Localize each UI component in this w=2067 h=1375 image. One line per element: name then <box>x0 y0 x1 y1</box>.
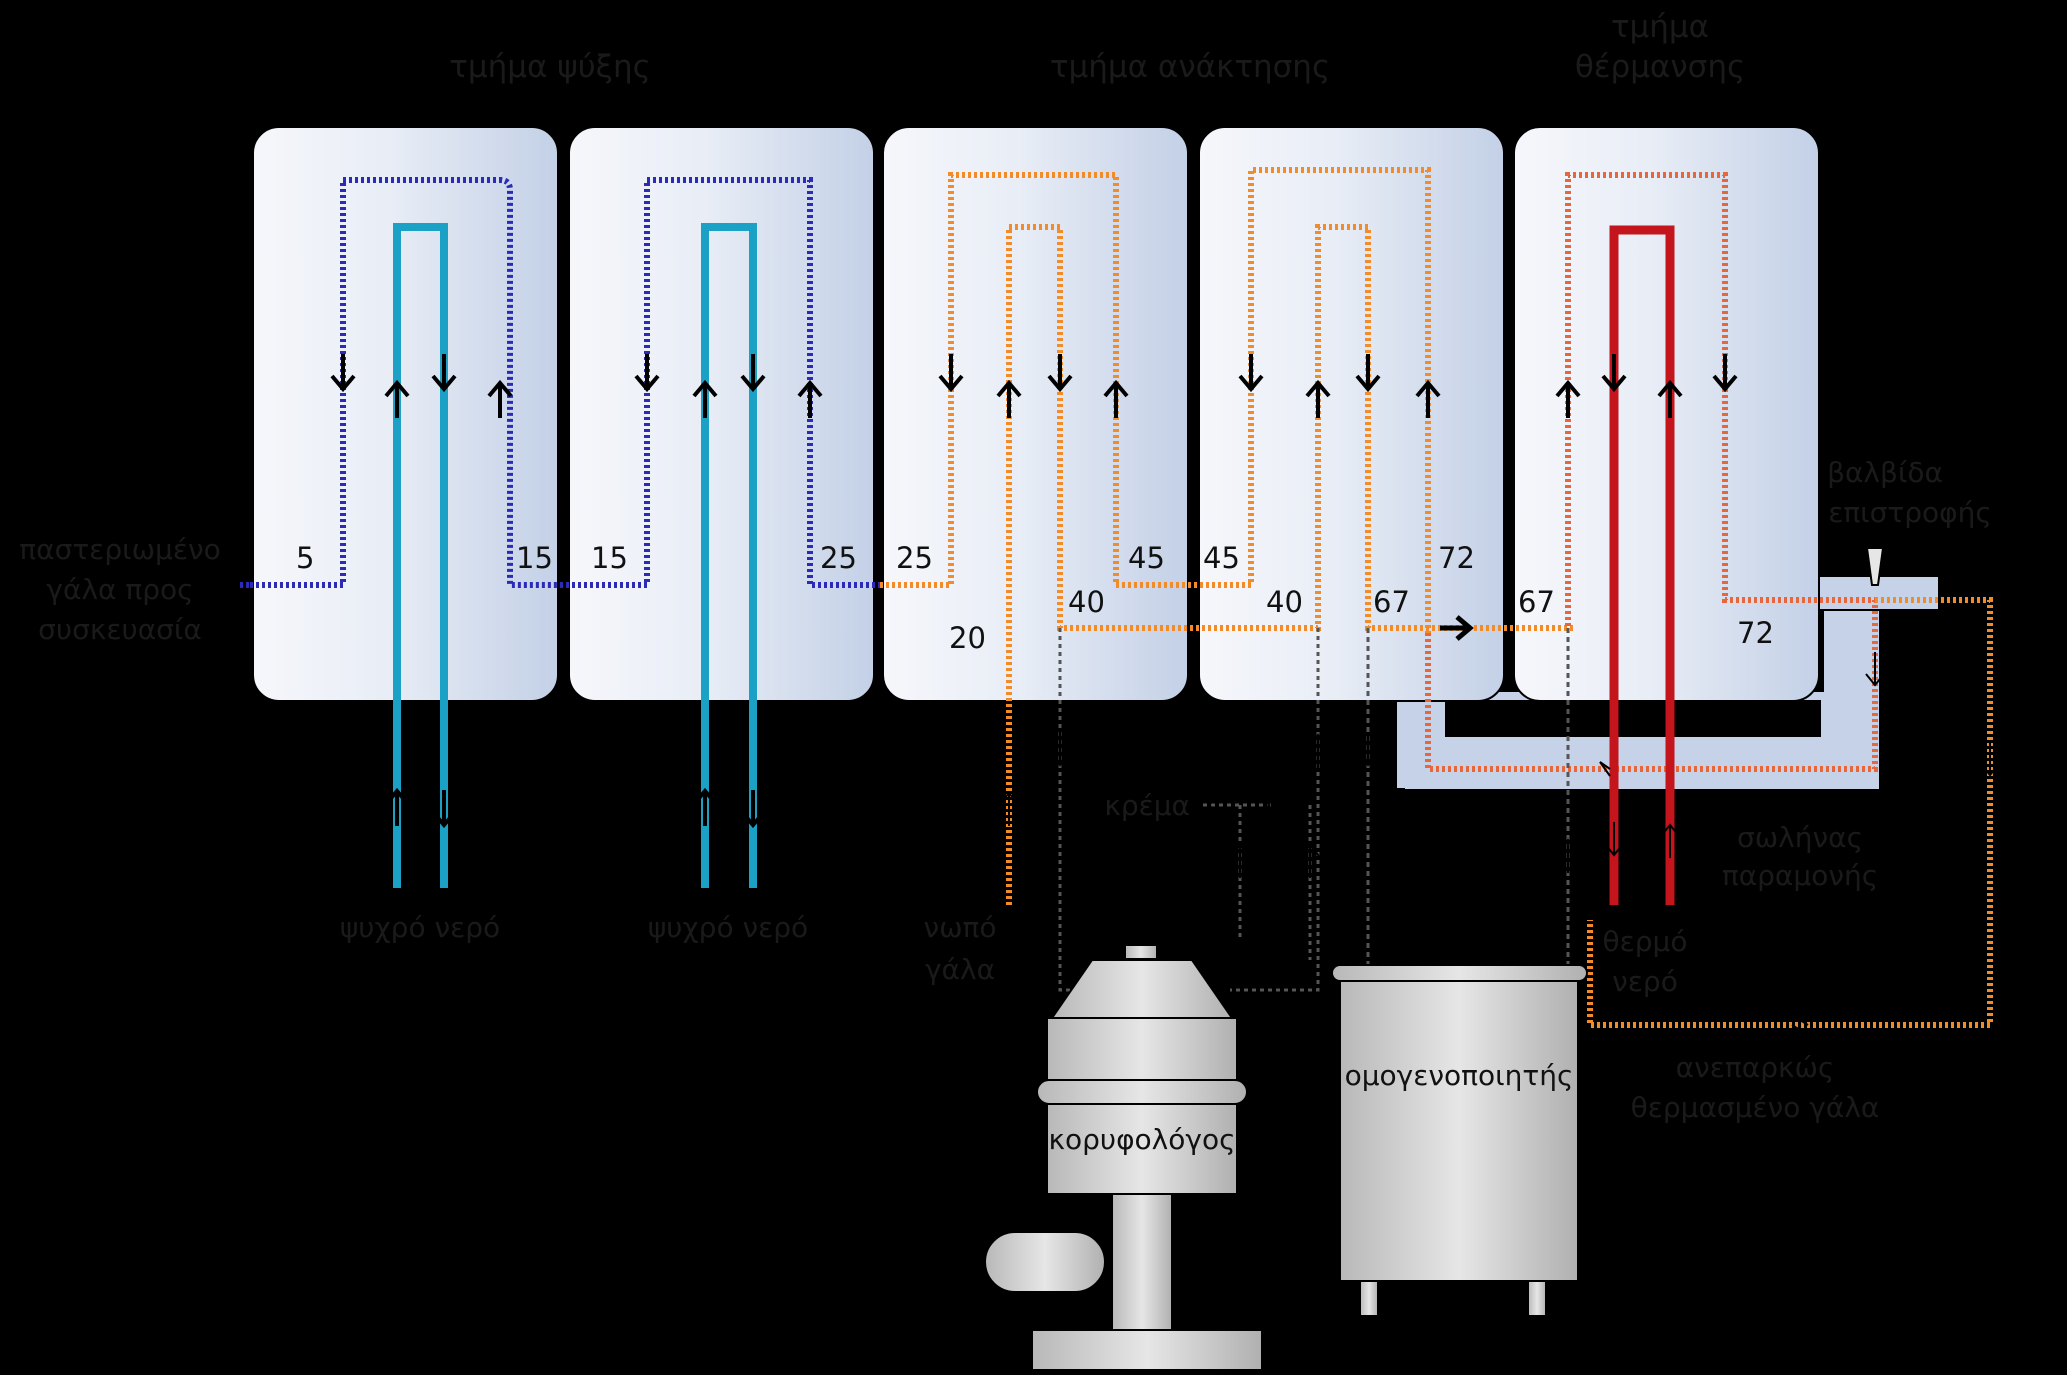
divert-return-line <box>1587 597 1993 1028</box>
divert-flow-arrow <box>1791 1014 1809 1036</box>
section-regeneration-label: τμήμα ανάκτησης <box>1049 49 1331 85</box>
pasteurized-milk-label-1: παστεριωμένο <box>19 533 221 566</box>
plate-regeneration-1 <box>882 126 1189 702</box>
plate-cooling-1 <box>252 126 559 702</box>
plate-regeneration-2 <box>1198 126 1505 702</box>
hot-water-label-1: θερμό <box>1602 925 1688 958</box>
cold-water-label-1: ψυχρό νερό <box>339 911 501 944</box>
section-heating-label-line1: τμήμα <box>1610 9 1710 45</box>
cream-label: κρέμα <box>1104 789 1190 822</box>
temp-label: 72 <box>1438 541 1475 575</box>
under-heated-label-2: θερμασμένο γάλα <box>1630 1091 1880 1124</box>
regen-milk-line-outer-1 <box>880 167 1431 633</box>
temp-label: 5 <box>296 541 315 575</box>
regen-hot-milk-return <box>1425 172 1878 772</box>
valve-label-1: βαλβίδα <box>1827 456 1943 489</box>
temp-label: 67 <box>1373 585 1410 619</box>
homogenizer-machine <box>1331 964 1588 1317</box>
holding-tube-label-2: παραμονής <box>1721 859 1879 892</box>
under-heated-label-1: ανεπαρκώς <box>1675 1051 1835 1084</box>
hot-water-loop <box>1609 225 1675 905</box>
temp-label: 20 <box>949 621 986 655</box>
plate-cooling-2 <box>568 126 875 702</box>
holding-tube-label-1: σωλήνας <box>1736 821 1864 854</box>
temp-label: 45 <box>1203 541 1240 575</box>
cream-arrows <box>1207 797 1271 813</box>
cold-water-label-2: ψυχρό νερό <box>647 911 809 944</box>
temp-label: 45 <box>1128 541 1165 575</box>
pasteurized-milk-label-2: γάλα προς <box>46 573 194 606</box>
temp-label: 25 <box>896 541 933 575</box>
temp-label: 40 <box>1266 585 1303 619</box>
temp-label: 15 <box>516 541 553 575</box>
section-cooling-label: τμήμα ψύξης <box>449 49 651 85</box>
temp-label: 67 <box>1518 585 1555 619</box>
regen-transfer-arrow <box>1440 615 1474 641</box>
raw-milk-label-1: νωπό <box>923 911 997 944</box>
separator-label: κορυφολόγος <box>1048 1123 1236 1156</box>
cold-water-loop-1 <box>393 223 448 888</box>
holding-return-arrow <box>1599 761 1611 777</box>
pasteurized-milk-label-3: συσκευασία <box>38 613 202 646</box>
chilled-milk-line-1 <box>250 177 560 588</box>
raw-milk-label-2: γάλα <box>924 953 996 986</box>
section-heating-label-line2: θέρμανσης <box>1574 49 1746 85</box>
separator-machine <box>984 944 1263 1371</box>
holding-tube-inner-gap <box>1445 700 1821 737</box>
temp-label: 72 <box>1737 616 1774 650</box>
homogenizer-label: ομογενοποιητής <box>1344 1059 1574 1092</box>
temp-label: 15 <box>591 541 628 575</box>
valve-label-2: επιστροφής <box>1828 496 1992 529</box>
cream-line <box>1203 803 1312 960</box>
chilled-milk-line-2 <box>560 177 880 588</box>
temp-label: 40 <box>1068 585 1105 619</box>
temp-label: 25 <box>820 541 857 575</box>
return-valve-icon <box>1865 547 1885 586</box>
hot-water-label-2: νερό <box>1612 965 1678 998</box>
cold-water-loop-2 <box>701 223 757 888</box>
